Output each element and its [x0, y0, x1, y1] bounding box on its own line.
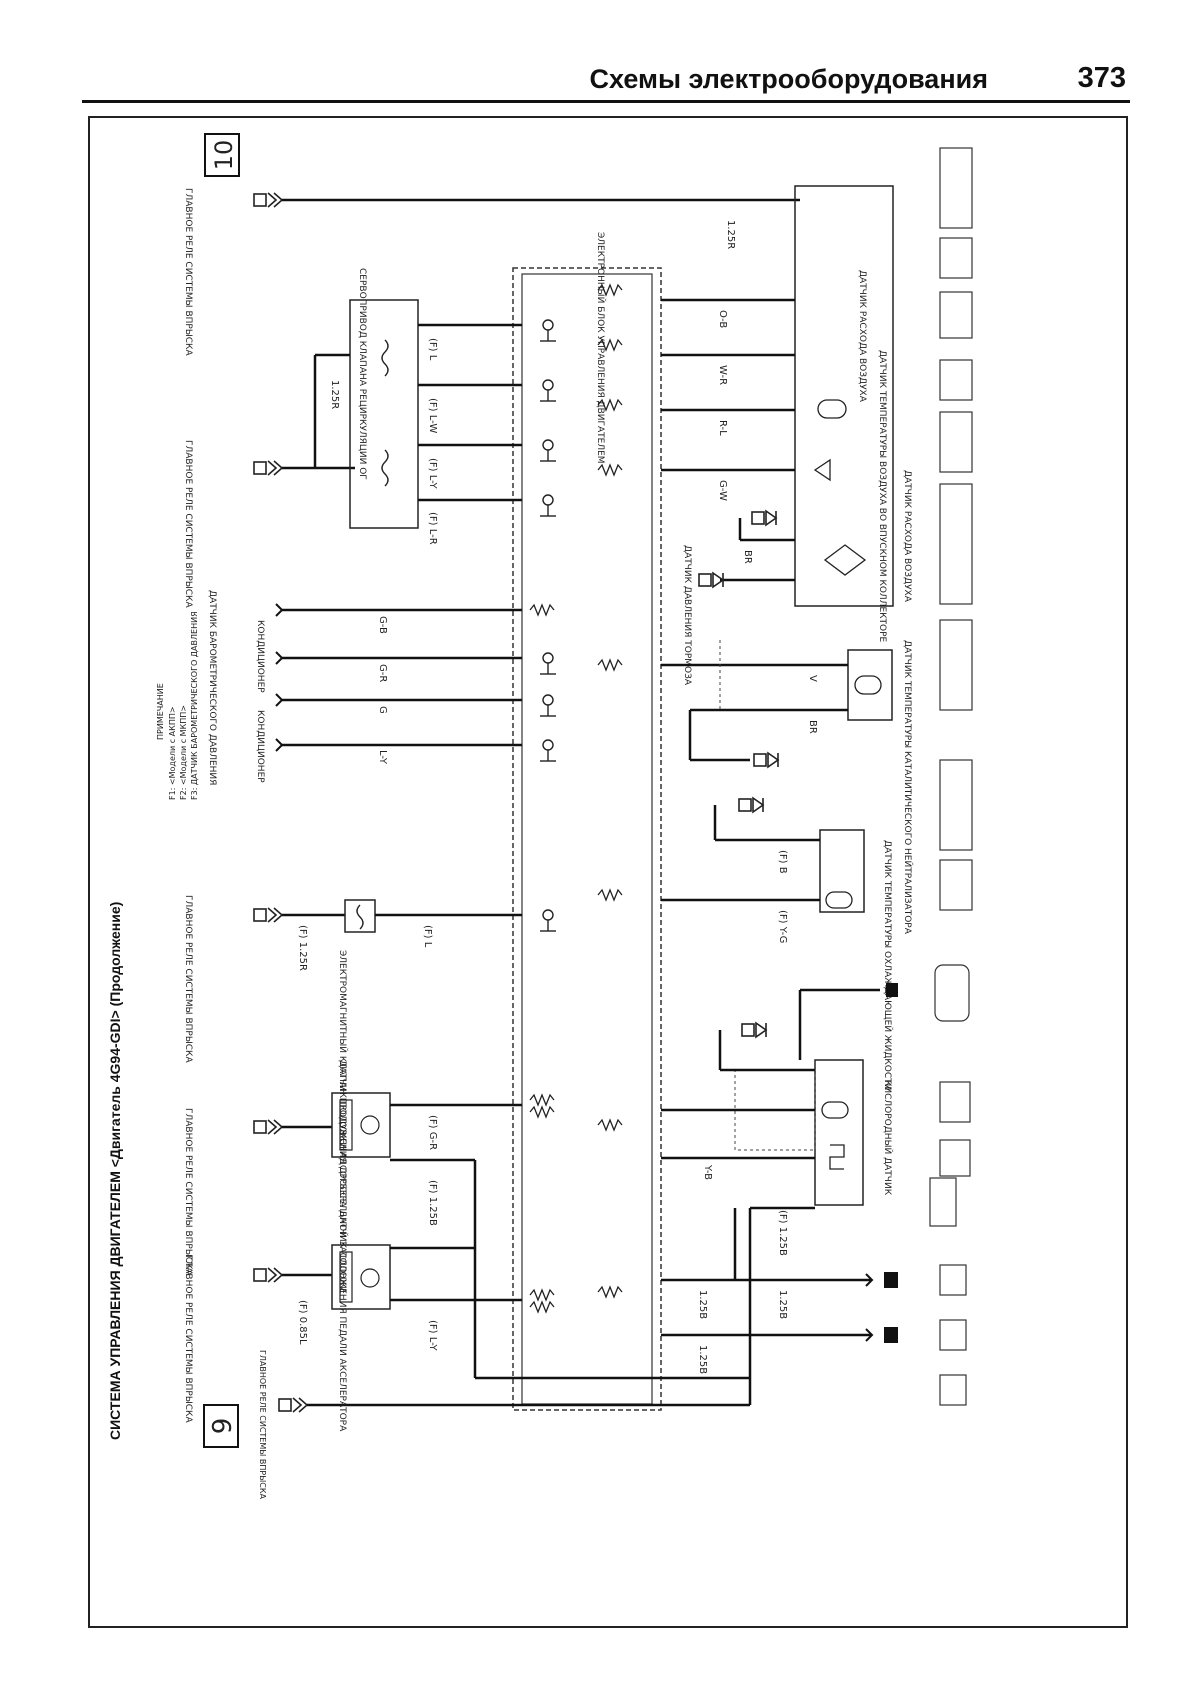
egr-wire-4-label: (F) L-R: [427, 512, 438, 545]
egr-feed-wire-label: 1.25R: [329, 380, 340, 409]
accelerator-pedal-sensor: ДАТЧИК ПОЛОЖЕНИЯ ПЕДАЛИ АКСЕЛЕРАТОРА (F)…: [297, 1210, 555, 1432]
cond-wire-1: G-B: [377, 616, 388, 634]
air-sensor-harness: ДАТЧИК РАСХОДА ВОЗДУХА ДАТЧИК ТЕМПЕРАТУР…: [661, 185, 912, 686]
cond-wire-4: L-Y: [377, 750, 388, 765]
ecu-ground-wires: 1.25B 1.25B 1.25B: [661, 1208, 898, 1374]
relay-feed-purge: ГЛАВНОЕ РЕЛЕ СИСТЕМЫ ВПРЫСКА: [183, 895, 345, 1063]
relay-label-purge: ГЛАВНОЕ РЕЛЕ СИСТЕМЫ ВПРЫСКА: [183, 895, 193, 1063]
catalyst-wire-2: BR: [807, 720, 818, 734]
oxygen-wire-2: Y-B: [702, 1164, 713, 1180]
page-header: Схемы электрооборудования 373: [82, 58, 1130, 103]
relay-feed-9: ГЛАВНОЕ РЕЛЕ СИСТЕМЫ ВПРЫСКА: [258, 1206, 815, 1500]
airflow-sensor-label: ДАТЧИК РАСХОДА ВОЗДУХА: [902, 470, 912, 603]
gnd-wire-3: 1.25B: [777, 1290, 788, 1319]
oxygen-sensor: КИСЛОРОДНЫЙ ДАТЧИК (F) 1.25B Y-B: [661, 983, 898, 1256]
note-title: ПРИМЕЧАНИЕ: [156, 683, 165, 740]
egr-wire-2-label: (F) L-W: [427, 398, 438, 433]
pedal-sensor-label: ДАТЧИК ПОЛОЖЕНИЯ ПЕДАЛИ АКСЕЛЕРАТОРА: [337, 1210, 347, 1432]
marker-9-text: 9: [208, 1418, 238, 1435]
note-block: ПРИМЕЧАНИЕ F1: <Модели с АКПП> F2: <Моде…: [156, 611, 199, 800]
pedal-signal-wire: (F) L-Y: [427, 1320, 438, 1352]
throttle-sensor-label: ДАТЧИК ПОЛОЖЕНИЯ ДРОССЕЛЬНОЙ ЗАСЛОНКИ: [337, 1060, 349, 1293]
coolant-wire-1: (F) Y-G: [777, 910, 788, 943]
airflow-feed-wire: 1.25R: [725, 220, 736, 249]
gnd-wire-1: 1.25B: [697, 1290, 708, 1319]
catalyst-temp-sensor: ДАТЧИК ТЕМПЕРАТУРЫ КАТАЛИТИЧЕСКОГО НЕЙТР…: [661, 640, 914, 935]
purge-signal-wire: (F) L: [422, 925, 433, 948]
air-wire-2: W-R: [717, 365, 728, 385]
air-wire-1: O-B: [717, 310, 728, 328]
diagram-title-text: СИСТЕМА УПРАВЛЕНИЯ ДВИГАТЕЛЕМ <Двигатель…: [107, 902, 123, 1440]
air-temp-label: ДАТЧИК ТЕМПЕРАТУРЫ ВОЗДУХА ВО ВПУСКНОМ К…: [877, 350, 887, 643]
page-number: 373: [1077, 62, 1126, 94]
baro-sensor-label: ДАТЧИК БАРОМЕТРИЧЕСКОГО ДАВЛЕНИЯ: [207, 590, 217, 785]
purge-feed-wire: (F) 1.25R: [297, 925, 308, 971]
pedal-feed-wire: (F) 0.85L: [297, 1300, 308, 1345]
relay-label-egr: ГЛАВНОЕ РЕЛЕ СИСТЕМЫ ВПРЫСКА: [183, 440, 193, 608]
relay-label-throttle: ГЛАВНОЕ РЕЛЕ СИСТЕМЫ ВПРЫСКА: [183, 1108, 193, 1276]
coolant-sensor-label: ДАТЧИК ТЕМПЕРАТУРЫ ОХЛАЖДАЮЩЕЙ ЖИДКОСТИ: [882, 840, 894, 1090]
egr-wires: (F) L (F) L-W (F) L-Y (F) L-R: [418, 319, 557, 545]
diagram-title: СИСТЕМА УПРАВЛЕНИЯ ДВИГАТЕЛЕМ <Двигатель…: [107, 902, 123, 1440]
catalyst-sensor-label: ДАТЧИК ТЕМПЕРАТУРЫ КАТАЛИТИЧЕСКОГО НЕЙТР…: [902, 640, 914, 935]
throttle-position-sensor: ДАТЧИК ПОЛОЖЕНИЯ ДРОССЕЛЬНОЙ ЗАСЛОНКИ (F…: [331, 1060, 555, 1378]
air-wire-5: BR: [742, 550, 753, 564]
air-wire-3: R-L: [717, 420, 728, 436]
coolant-temp-sensor: ДАТЧИК ТЕМПЕРАТУРЫ ОХЛАЖДАЮЩЕЙ ЖИДКОСТИ …: [661, 797, 894, 1090]
note-line-3: F3: ДАТЧИК БАРОМЕТРИЧЕСКОГО ДАВЛЕНИЯ: [190, 611, 199, 800]
note-line-1: F1: <Модели с АКПП>: [168, 706, 177, 800]
connector-views: [929, 147, 973, 1406]
catalyst-wire-1: V: [807, 675, 818, 682]
continuation-marker-9: 9: [203, 1404, 239, 1448]
relay-feed-egr: ГЛАВНОЕ РЕЛЕ СИСТЕМЫ ВПРЫСКА: [183, 440, 355, 608]
relay-label-top: ГЛАВНОЕ РЕЛЕ СИСТЕМЫ ВПРЫСКА: [183, 188, 193, 356]
cond-wire-2: G-R: [377, 664, 388, 682]
page-header-title: Схемы электрооборудования: [589, 64, 988, 94]
diagram-frame: [88, 116, 1128, 1628]
throttle-gnd-wire-label: (F) 1.25B: [427, 1180, 438, 1226]
airflow-module-label: ДАТЧИК РАСХОДА ВОЗДУХА: [857, 270, 867, 403]
cond-wire-3: G: [377, 706, 388, 714]
oxygen-sensor-label: КИСЛОРОДНЫЙ ДАТЧИК: [882, 1080, 894, 1196]
conditioner-label-1: КОНДИЦИОНЕР: [255, 620, 265, 693]
brake-pressure-label: ДАТЧИК ДАВЛЕНИЯ ТОРМОЗА: [682, 545, 692, 686]
air-wire-4: G-W: [717, 480, 728, 501]
egr-servo-label: СЕРВОПРИВОД КЛАПАНА РЕЦИРКУЛЯЦИИ ОГ: [357, 268, 367, 480]
oxygen-wire-1: (F) 1.25B: [777, 1210, 788, 1256]
conditioner-wires: КОНДИЦИОНЕР КОНДИЦИОНЕР G-B G-R G L-Y ДА…: [207, 590, 557, 785]
relay-feed-top: ГЛАВНОЕ РЕЛЕ СИСТЕМЫ ВПРЫСКА: [183, 188, 800, 356]
note-line-2: F2: <Модели с МКПП>: [179, 705, 188, 800]
purge-valve: ЭЛЕКТРОМАГНИТНЫЙ КЛАПАН ПРОДУВКИ АДСОРБЕ…: [297, 899, 557, 1208]
relay-label-9: ГЛАВНОЕ РЕЛЕ СИСТЕМЫ ВПРЫСКА: [258, 1350, 267, 1500]
throttle-wire-label: (F) G-R: [427, 1115, 438, 1150]
continuation-marker-10: 10: [204, 133, 240, 177]
ecu-block: ЭЛЕКТРОННЫЙ БЛОК УПРАВЛЕНИЯ ДВИГАТЕЛЕМ: [512, 232, 662, 1411]
egr-wire-1-label: (F) L: [427, 338, 438, 361]
relay-feed-pedal: ГЛАВНОЕ РЕЛЕ СИСТЕМЫ ВПРЫСКА: [183, 1255, 332, 1423]
egr-servo: СЕРВОПРИВОД КЛАПАНА РЕЦИРКУЛЯЦИИ ОГ 1.25…: [313, 268, 419, 529]
relay-label-pedal: ГЛАВНОЕ РЕЛЕ СИСТЕМЫ ВПРЫСКА: [183, 1255, 193, 1423]
relay-feed-throttle: ГЛАВНОЕ РЕЛЕ СИСТЕМЫ ВПРЫСКА: [183, 1108, 332, 1276]
coolant-wire-2: (F) B: [777, 850, 788, 874]
marker-10-text: 10: [210, 140, 238, 171]
gnd-wire-2: 1.25B: [697, 1345, 708, 1374]
conditioner-label-2: КОНДИЦИОНЕР: [255, 710, 265, 783]
egr-wire-3-label: (F) L-Y: [427, 458, 438, 490]
